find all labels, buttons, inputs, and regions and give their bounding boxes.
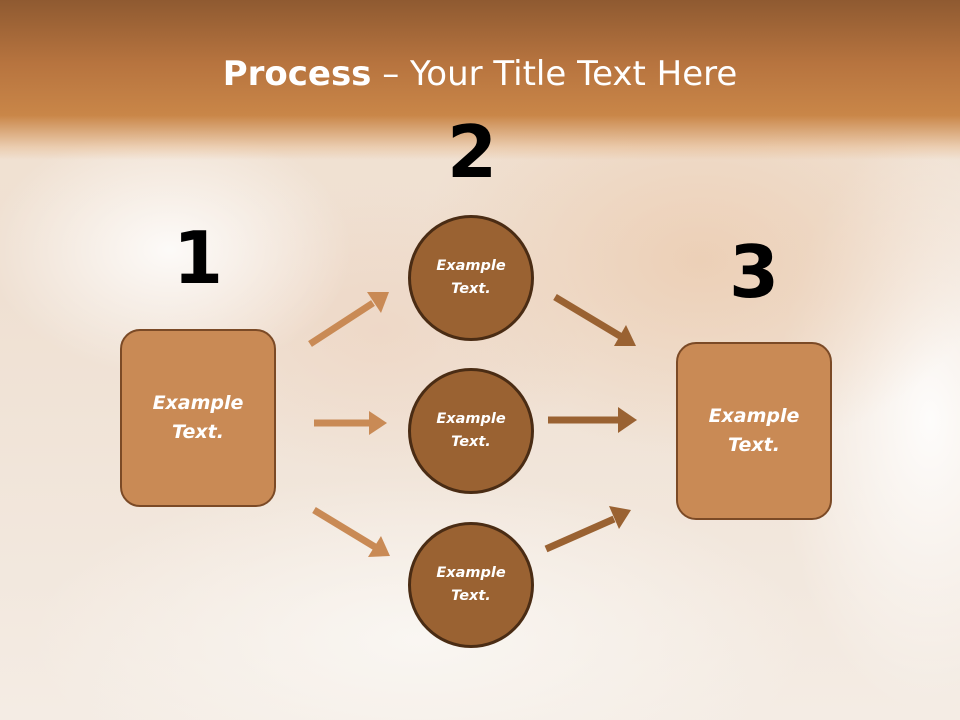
arrowhead-start-to-bottom (368, 536, 390, 557)
arrowhead-middle-to-end (618, 407, 637, 433)
circle-top: Example Text. (408, 215, 534, 341)
end-box-label: Example Text. (708, 405, 800, 456)
step-number-1: 1 (172, 216, 224, 300)
arrowhead-bottom-to-end (609, 506, 631, 529)
end-box: Example Text. (676, 342, 832, 520)
slide-title-bold: Process (222, 54, 372, 94)
start-box: Example Text. (120, 329, 276, 507)
arrowhead-start-to-top (367, 292, 389, 313)
circle-bottom-label: Example Text. (436, 565, 506, 604)
step-number-2: 2 (446, 110, 498, 194)
arrowhead-start-to-middle (369, 411, 387, 435)
start-box-label: Example Text. (152, 392, 244, 443)
step-number-3: 3 (728, 230, 780, 314)
arrowhead-top-to-end (614, 325, 636, 346)
circle-bottom: Example Text. (408, 522, 534, 648)
circle-top-label: Example Text. (436, 258, 506, 297)
arrow-start-to-bottom (312, 507, 377, 550)
slide-title-rest: – Your Title Text Here (371, 54, 738, 94)
arrow-top-to-end (553, 293, 622, 340)
arrow-start-to-top (308, 300, 375, 347)
title-bar (0, 0, 960, 160)
arrow-bottom-to-end (544, 515, 616, 553)
slide-title: Process – Your Title Text Here (0, 52, 960, 96)
circle-middle: Example Text. (408, 368, 534, 494)
circle-middle-label: Example Text. (436, 411, 506, 450)
